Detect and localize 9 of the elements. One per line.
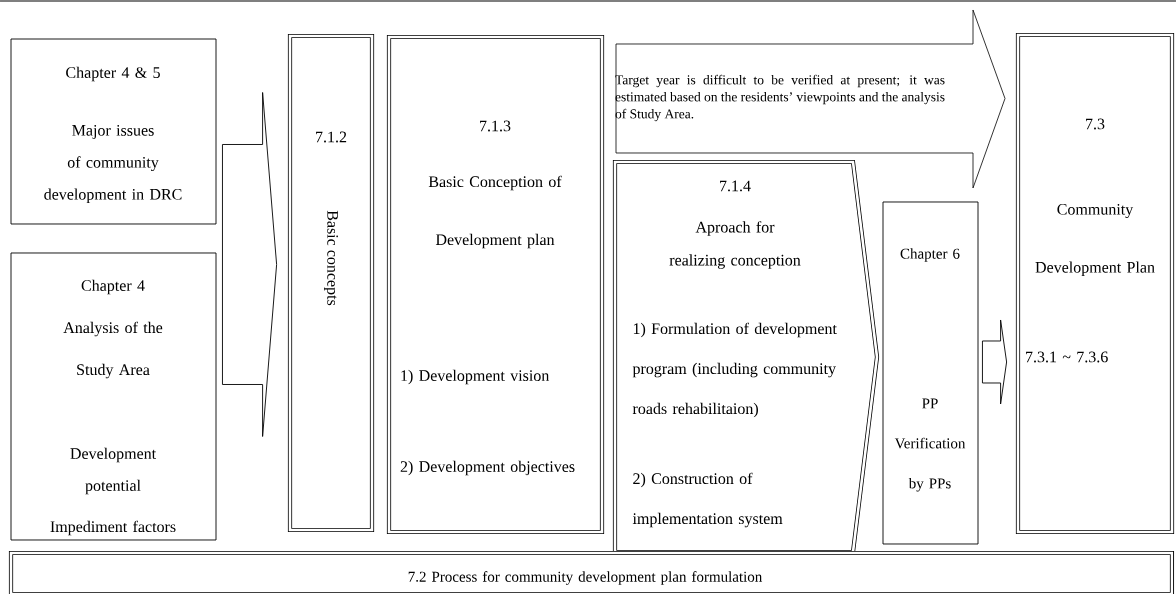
block-arrow	[982, 319, 1008, 405]
section-box: 7.1.3 Basic Conception of Development plan 1) Development vision 2) Development objectives	[386, 34, 605, 535]
chapter-box: Chapter 4 & 5 Major issues of community development in DRC	[10, 38, 217, 225]
bracket-arrow	[222, 92, 278, 437]
chapter-box: Chapter 6 PP Verification by PPs	[882, 201, 979, 545]
chapter-box: Chapter 4 Analysis of the Study Area Development potential Impediment factors	[10, 252, 217, 541]
section-box: 7.3 Community Development Plan 7.3.1 ~ 7.3.6	[1015, 32, 1175, 535]
section-box: 7.1.2 Basic concepts	[287, 33, 375, 533]
process-band: 7.2 Process for community development plan formulation	[8, 550, 1175, 594]
